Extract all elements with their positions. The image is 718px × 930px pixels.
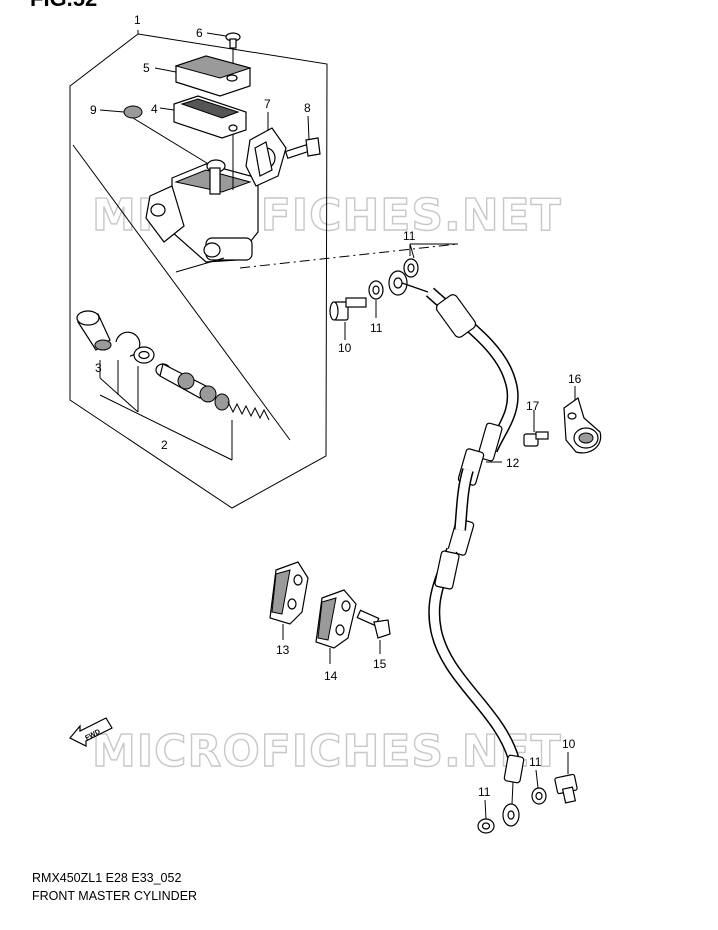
banjo-bolt-bottom-icon: [554, 773, 578, 804]
part-label-10-bottom: 10: [562, 737, 576, 751]
diaphragm-plate-icon: [173, 95, 247, 139]
gasket-top-a-icon: [368, 280, 384, 300]
piston-spring-icon: [155, 363, 270, 421]
gasket-bottom-a-icon: [531, 787, 547, 805]
screw-icon: [225, 32, 241, 49]
holder-clamp-icon: [245, 127, 287, 187]
part-label-2: 2: [161, 438, 168, 452]
part-label-8: 8: [304, 101, 311, 115]
watermark-bottom: MICROFICHES.NET: [92, 726, 562, 777]
hose-guide-b-icon: [315, 589, 357, 649]
part-label-12: 12: [506, 456, 520, 470]
part-label-5: 5: [143, 61, 150, 75]
brake-hose-icon: [388, 270, 525, 827]
gasket-top-b-icon: [403, 258, 419, 278]
part-label-6: 6: [196, 26, 203, 40]
part-label-14: 14: [324, 669, 338, 683]
part-label-10-top: 10: [338, 341, 352, 355]
part-label-17: 17: [526, 399, 540, 413]
guide-bolt-icon: [356, 609, 391, 639]
assembly-outline: [69, 33, 328, 509]
part-label-7: 7: [264, 97, 271, 111]
part-label-16: 16: [568, 372, 582, 386]
gasket-bottom-b-icon: [477, 818, 495, 834]
reservoir-cap-icon: [174, 55, 252, 97]
part-label-11-bottom-b: 11: [478, 785, 491, 799]
part-label-9: 9: [90, 103, 97, 117]
part-label-4: 4: [151, 102, 158, 116]
master-cylinder-body-icon: [145, 159, 259, 263]
clamp-bolt-small-icon: [523, 431, 549, 447]
part-label-15: 15: [373, 657, 387, 671]
figure-title: FIG.52: [30, 0, 97, 11]
seal-icon: [123, 105, 143, 119]
assembly-inner-line: [72, 144, 291, 441]
part-label-11-top-a: 11: [403, 229, 416, 243]
clamp-bolt-icon: [284, 137, 321, 159]
part-label-11-top-b: 11: [370, 321, 383, 335]
part-label-11-bottom-a: 11: [529, 755, 542, 769]
diagram-name: FRONT MASTER CYLINDER: [32, 889, 197, 903]
part-label-1: 1: [134, 13, 141, 27]
banjo-bolt-top-icon: [329, 297, 367, 321]
diagram-code: RMX450ZL1 E28 E33_052: [32, 871, 181, 885]
part-label-3: 3: [95, 361, 102, 375]
part-label-13: 13: [276, 643, 290, 657]
hose-guide-a-icon: [269, 561, 309, 625]
hose-clamp-icon: [563, 397, 602, 454]
boot-icon: [76, 310, 112, 351]
piston-washer-icon: [133, 346, 155, 364]
